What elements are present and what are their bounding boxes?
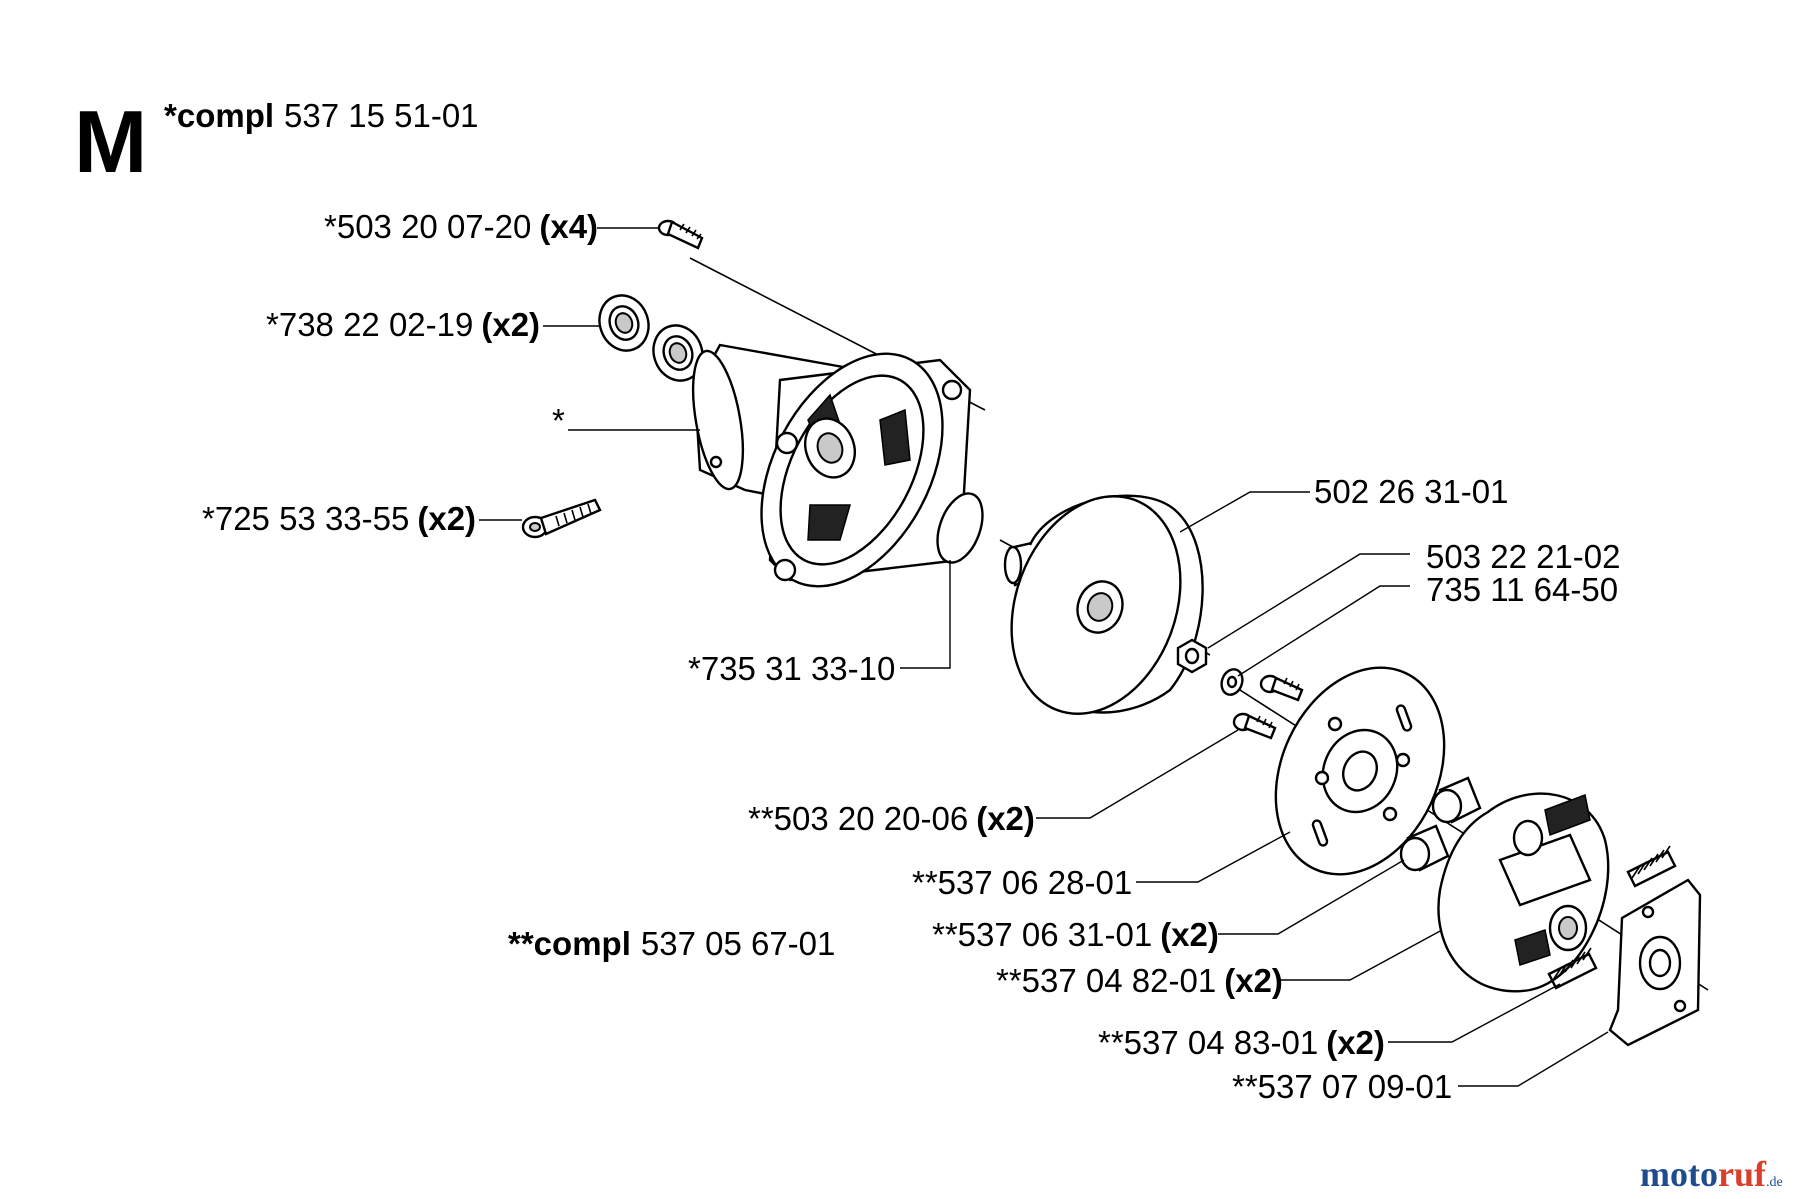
callout-number: **503 20 20-06 (748, 800, 968, 837)
subassembly-number: 537 05 67-01 (641, 925, 836, 962)
leader-lines (479, 227, 1609, 1087)
housing-part-drawing (691, 343, 972, 588)
callout-spring: **537 04 83-01(x2) (1098, 1024, 1385, 1061)
assembly-prefix: *compl (164, 97, 274, 134)
callout-number: *735 31 33-10 (688, 650, 895, 687)
callout-number: **537 04 83-01 (1098, 1024, 1318, 1061)
callout-number: 503 22 21-02 (1426, 538, 1621, 575)
callout-qty: (x2) (1160, 916, 1219, 953)
subassembly-label: **compl 537 05 67-01 (508, 925, 835, 962)
nut-washer-part-drawing (1176, 638, 1244, 696)
callout-clutch-screw: **503 20 20-06(x2) (748, 800, 1035, 837)
assembly-number: 537 15 51-01 (284, 97, 479, 134)
watermark-part2: ruf (1718, 1154, 1767, 1194)
callout-number: **537 07 09-01 (1232, 1068, 1452, 1105)
long-screw-part-drawing (521, 498, 602, 539)
bearing-part-drawing (598, 294, 704, 382)
callout-clutch-drum: 502 26 31-01 (1314, 473, 1509, 510)
callout-number: *738 22 02-19 (266, 306, 473, 343)
callout-qty: (x4) (539, 208, 598, 245)
assembly-label: *compl 537 15 51-01 (164, 97, 479, 134)
bushings-part-drawing (1399, 776, 1482, 872)
callout-number: *503 20 07-20 (324, 208, 531, 245)
screw-part-drawing (657, 219, 704, 250)
bracket-part-drawing (1608, 878, 1702, 1047)
clutch-plate-part-drawing (1274, 666, 1446, 876)
watermark-logo: motoruf.de (1640, 1154, 1783, 1194)
callout-long-screw: *725 53 33-55(x2) (202, 500, 476, 537)
callout-bearing: *738 22 02-19(x2) (266, 306, 540, 343)
callout-number: **537 06 28-01 (912, 864, 1132, 901)
clutch-shoe-part-drawing (1437, 792, 1610, 993)
callout-number: 735 11 64-50 (1426, 571, 1618, 608)
callout-bracket: **537 07 09-01 (1232, 1068, 1452, 1105)
callout-number: 502 26 31-01 (1314, 473, 1509, 510)
callout-labels: *503 20 07-20(x4) *738 22 02-19(x2) * *7… (202, 208, 1621, 1105)
callout-clutch-shoe: **537 04 82-01(x2) (996, 962, 1283, 999)
clutch-drum-part-drawing (1003, 494, 1204, 715)
callout-qty: (x2) (1224, 962, 1283, 999)
callout-qty: (x2) (976, 800, 1035, 837)
section-letter: M (74, 92, 147, 191)
springs-part-drawing (1547, 845, 1677, 990)
subassembly-prefix: **compl (508, 925, 631, 962)
clutch-screws-part-drawing (1232, 674, 1304, 740)
callout-circlip: *735 31 33-10 (688, 650, 895, 687)
callout-number: **537 04 82-01 (996, 962, 1216, 999)
callout-screw-x4: *503 20 07-20(x4) (324, 208, 598, 245)
callout-number: * (552, 402, 565, 439)
callout-bushing: **537 06 31-01(x2) (932, 916, 1219, 953)
circlip-part-drawing (936, 492, 984, 564)
callout-qty: (x2) (417, 500, 476, 537)
callout-washer: 735 11 64-50 (1426, 571, 1618, 608)
callout-number: **537 06 31-01 (932, 916, 1152, 953)
callout-clutch-plate: **537 06 28-01 (912, 864, 1132, 901)
callout-housing: * (552, 402, 565, 439)
callout-nut: 503 22 21-02 (1426, 538, 1621, 575)
watermark-part1: moto (1640, 1154, 1718, 1194)
callout-number: *725 53 33-55 (202, 500, 409, 537)
callout-qty: (x2) (481, 306, 540, 343)
watermark-suffix: .de (1766, 1175, 1783, 1190)
callout-qty: (x2) (1326, 1024, 1385, 1061)
